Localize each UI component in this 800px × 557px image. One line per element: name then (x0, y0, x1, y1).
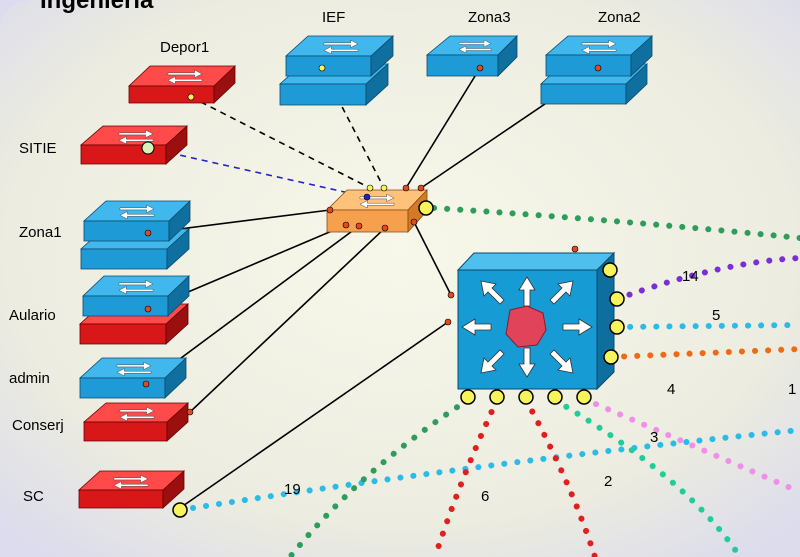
switch-zona1[interactable] (79, 200, 191, 270)
link-hub-green (431, 205, 800, 241)
link-depor1 (190, 96, 371, 189)
link-3 (581, 396, 800, 495)
switch-central-hub[interactable] (326, 184, 434, 234)
link-2 (552, 397, 743, 557)
link-label-14: 14 (682, 268, 699, 285)
trunk-links (177, 205, 800, 557)
switch-sitie[interactable] (79, 125, 189, 165)
link-green-left (287, 397, 471, 557)
link-5 (614, 322, 800, 330)
switch-zona3[interactable] (425, 35, 518, 77)
switch-depor1[interactable] (128, 65, 236, 104)
label-conserj: Conserj (12, 417, 64, 434)
switch-aulario[interactable] (78, 275, 190, 345)
label-zona3: Zona3 (468, 9, 511, 26)
link-label-4: 4 (667, 381, 675, 398)
diagram-title: Ingeniería (40, 0, 154, 14)
link-19 (177, 427, 800, 513)
label-zona2: Zona2 (598, 9, 641, 26)
link-label-5: 5 (712, 307, 720, 324)
link-4 (608, 346, 800, 360)
link-sitie (147, 147, 368, 198)
multilayer-switch-icon (461, 276, 593, 378)
switch-sc[interactable] (77, 470, 188, 518)
link-label-6: 6 (481, 488, 489, 505)
switch-ief[interactable] (278, 35, 395, 106)
switch-admin[interactable] (78, 357, 187, 399)
link-14 (614, 255, 800, 302)
switch-zona2[interactable] (540, 35, 654, 105)
link-label-1: 1 (788, 381, 796, 398)
label-admin: admin (9, 370, 50, 387)
link-label-2: 2 (604, 473, 612, 490)
link-hub-core (413, 221, 452, 296)
switch-conserj[interactable] (82, 402, 194, 442)
label-depor1: Depor1 (160, 39, 209, 56)
link-zona3 (405, 67, 481, 189)
label-aulario: Aulario (9, 307, 56, 324)
link-label-3: 3 (650, 429, 658, 446)
label-sitie: SITIE (19, 140, 57, 157)
label-zona1: Zona1 (19, 224, 62, 241)
link-label-19: 19 (284, 481, 301, 498)
label-ief: IEF (322, 9, 345, 26)
label-sc: SC (23, 488, 44, 505)
link-conserj (189, 227, 386, 413)
core-switch[interactable] (444, 245, 625, 405)
link-sc (179, 321, 449, 509)
